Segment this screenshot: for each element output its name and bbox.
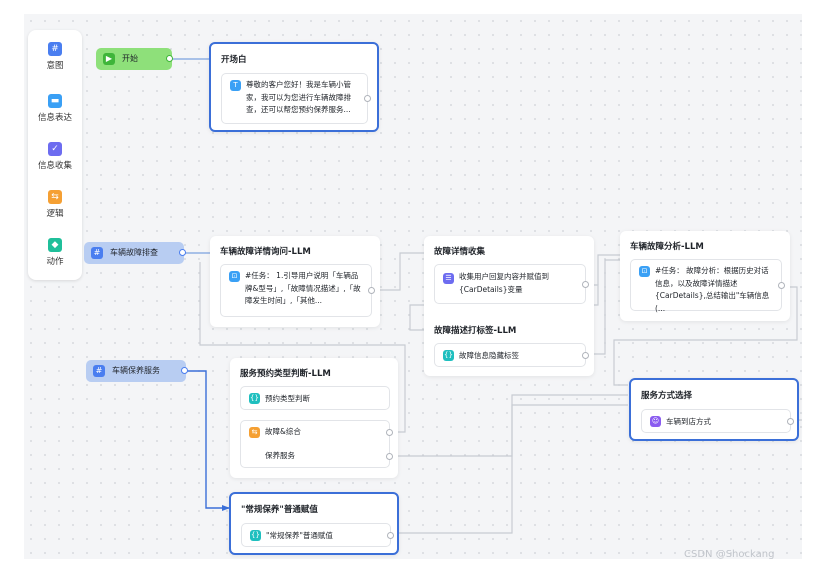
judge-type-row[interactable]: {} 预约类型判断	[240, 386, 390, 410]
service-mode-node[interactable]: 服务方式选择 ☺ 车辆到店方式	[629, 378, 799, 441]
opening-text: 尊敬的客户您好！我是车辆小管家，我可以为您进行车辆故障排查，还可以帮您预约保养服…	[246, 80, 351, 114]
opening-node[interactable]: 开场白 T 尊敬的客户您好！我是车辆小管家，我可以为您进行车辆故障排查，还可以帮…	[209, 42, 379, 132]
fault-analysis-output-port[interactable]	[778, 282, 785, 289]
fault-collect-row[interactable]: ☰ 收集用户回复内容并赋值到{CarDetails}变量	[434, 264, 589, 304]
message-icon: T	[230, 80, 241, 91]
node-title: 服务方式选择	[641, 391, 693, 401]
tag-icon: {}	[443, 350, 454, 361]
fault-collect-text: 收集用户回复内容并赋值到{CarDetails}变量	[459, 272, 549, 294]
assign-node[interactable]: "常规保养"普通赋值 {} "常规保养"普通赋值	[229, 492, 399, 555]
branch-fault-label[interactable]: 故障&综合	[265, 427, 301, 436]
node-title: 开场白	[221, 55, 247, 65]
palette-item-label: 信息收集	[37, 161, 72, 171]
hash-icon: #	[48, 42, 62, 56]
maintain-output-port[interactable]	[181, 367, 188, 374]
node-title: 服务预约类型判断-LLM	[240, 369, 331, 379]
assign-output-port[interactable]	[387, 532, 394, 539]
palette-item-action[interactable]: ◆ 动作	[28, 238, 82, 267]
collect-icon: ✓	[48, 142, 62, 156]
fault-analysis-text: #任务： 故障分析：根据历史对话信息，以及故障详情描述{CarDetails},…	[655, 266, 770, 313]
palette-item-label: 动作	[46, 257, 64, 267]
maintain-trigger[interactable]: # 车辆保养服务	[86, 360, 188, 382]
fault-trigger[interactable]: # 车辆故障排查	[84, 242, 186, 264]
palette-item-intent[interactable]: # 意图	[28, 42, 82, 71]
assign-row[interactable]: {} "常规保养"普通赋值	[241, 523, 394, 547]
start-label: 开始	[122, 54, 138, 63]
llm-icon: ⊡	[229, 271, 240, 282]
fault-inquiry-output-port[interactable]	[368, 287, 375, 294]
fault-inquiry-text: #任务： 1.引导用户说明「车辆品牌&型号」,「故障情况描述」,「故障发生时间」…	[245, 271, 361, 305]
fault-tag-output-port[interactable]	[582, 352, 589, 359]
collect-icon: ☰	[443, 273, 454, 284]
question-icon: ☺	[650, 416, 661, 427]
opening-output-port[interactable]	[364, 95, 371, 102]
fault-collect-title: 故障详情收集	[434, 247, 486, 257]
start-trigger[interactable]: ▶ 开始	[96, 48, 173, 70]
assign-icon: {}	[250, 530, 261, 541]
branch-maintain-label[interactable]: 保养服务	[265, 451, 295, 460]
palette-item-express[interactable]: ▬ 信息表达	[28, 94, 82, 123]
fault-collect-output-port[interactable]	[582, 281, 589, 288]
node-title: "常规保养"普通赋值	[241, 505, 318, 515]
opening-message[interactable]: T 尊敬的客户您好！我是车辆小管家，我可以为您进行车辆故障排查，还可以帮您预约保…	[221, 73, 371, 124]
logic-icon: ⇆	[48, 190, 62, 204]
branch-maintain-port[interactable]	[386, 453, 393, 460]
branch-fault-port[interactable]	[386, 429, 393, 436]
palette-item-collect[interactable]: ✓ 信息收集	[28, 142, 82, 171]
node-palette: # 意图 ▬ 信息表达 ✓ 信息收集 ⇆ 逻辑 ◆ 动作	[28, 30, 82, 280]
fault-tag-row[interactable]: {} 故障信息隐藏标签	[434, 343, 589, 367]
fault-tag-text: 故障信息隐藏标签	[459, 351, 519, 360]
judge-type-text: 预约类型判断	[265, 394, 310, 403]
service-mode-output-port[interactable]	[787, 418, 794, 425]
fault-trigger-label: 车辆故障排查	[110, 248, 158, 257]
fault-tag-title: 故障描述打标签-LLM	[434, 326, 517, 336]
service-mode-text: 车辆到店方式	[666, 417, 711, 426]
palette-item-label: 逻辑	[46, 209, 64, 219]
assign-text: "常规保养"普通赋值	[266, 531, 333, 540]
fault-analysis-prompt[interactable]: ⊡ #任务： 故障分析：根据历史对话信息，以及故障详情描述{CarDetails…	[630, 259, 785, 313]
judge-branches: ⇆ 故障&综合 保养服务	[240, 420, 393, 468]
tag-icon: {}	[249, 393, 260, 404]
maintain-trigger-label: 车辆保养服务	[112, 366, 160, 375]
node-title: 车辆故障详情询问-LLM	[220, 247, 311, 257]
service-mode-row[interactable]: ☺ 车辆到店方式	[641, 409, 794, 433]
palette-item-logic[interactable]: ⇆ 逻辑	[28, 190, 82, 219]
hash-icon: #	[91, 247, 103, 259]
fault-output-port[interactable]	[179, 249, 186, 256]
fault-analysis-node[interactable]: 车辆故障分析-LLM ⊡ #任务： 故障分析：根据历史对话信息，以及故障详情描述…	[620, 231, 790, 321]
action-icon: ◆	[48, 238, 62, 252]
message-icon: ▬	[48, 94, 62, 108]
logic-icon: ⇆	[249, 427, 260, 438]
start-output-port[interactable]	[166, 55, 173, 62]
service-judge-node[interactable]: 服务预约类型判断-LLM {} 预约类型判断 ⇆ 故障&综合 保养服务	[230, 358, 398, 478]
fault-collect-group: 故障详情收集 ☰ 收集用户回复内容并赋值到{CarDetails}变量 故障描述…	[424, 236, 594, 376]
fault-inquiry-prompt[interactable]: ⊡ #任务： 1.引导用户说明「车辆品牌&型号」,「故障情况描述」,「故障发生时…	[220, 264, 375, 317]
fault-inquiry-node[interactable]: 车辆故障详情询问-LLM ⊡ #任务： 1.引导用户说明「车辆品牌&型号」,「故…	[210, 236, 380, 327]
llm-icon: ⊡	[639, 266, 650, 277]
node-title: 车辆故障分析-LLM	[630, 242, 704, 252]
watermark: CSDN @Shockang	[684, 549, 775, 560]
hash-icon: #	[93, 365, 105, 377]
palette-item-label: 意图	[46, 61, 64, 71]
flag-icon: ▶	[103, 53, 115, 65]
palette-item-label: 信息表达	[37, 113, 72, 123]
